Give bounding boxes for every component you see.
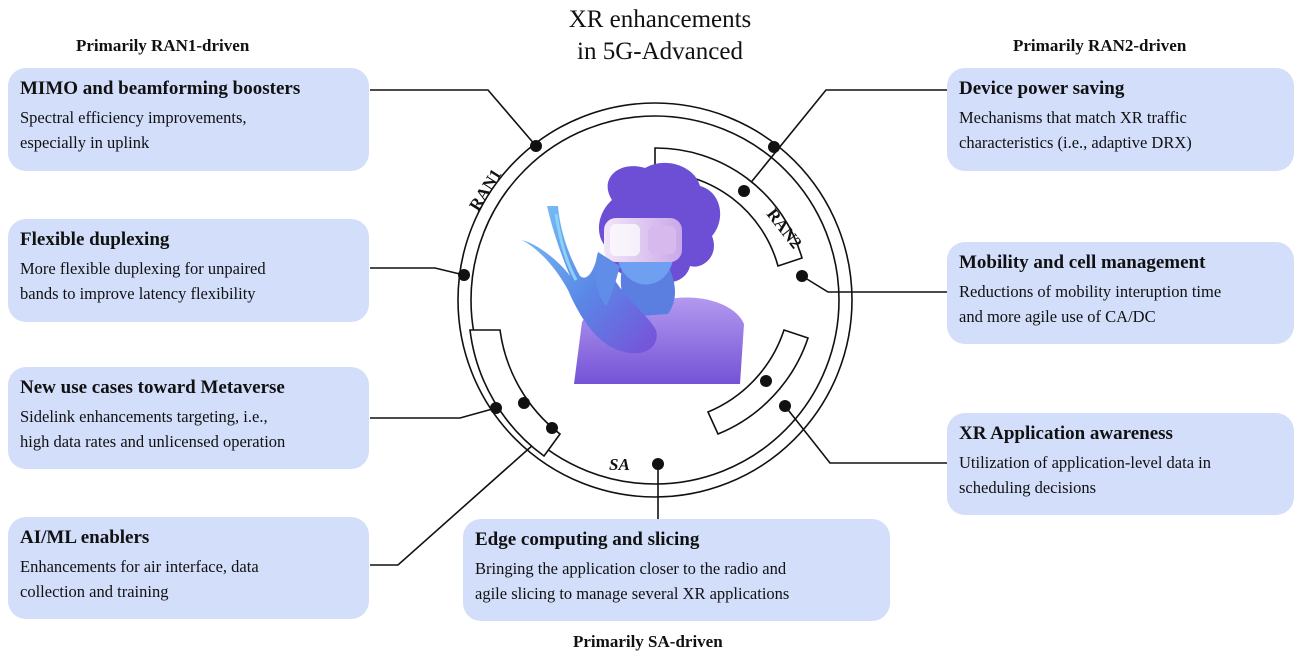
connector-power bbox=[743, 89, 948, 192]
dot-metaverse-inner bbox=[518, 397, 530, 409]
box-edge: Edge computing and slicing Bringing the … bbox=[463, 519, 890, 621]
heading-sa: Primarily SA-driven bbox=[573, 632, 723, 651]
diagram-title-line2: in 5G-Advanced bbox=[577, 38, 743, 65]
dot-edge bbox=[652, 458, 664, 470]
box-aiml-desc-line1: Enhancements for air interface, data bbox=[20, 557, 259, 576]
heading-ran1: Primarily RAN1-driven bbox=[76, 36, 250, 55]
box-duplex-title: Flexible duplexing bbox=[20, 229, 170, 250]
ring-label-sa: SA bbox=[609, 455, 630, 474]
connector-duplex bbox=[370, 267, 465, 276]
box-power-desc-line2: characteristics (i.e., adaptive DRX) bbox=[959, 133, 1192, 152]
box-power-desc: Mechanisms that match XR traffic charact… bbox=[959, 105, 1282, 155]
box-edge-desc: Bringing the application closer to the r… bbox=[475, 556, 878, 606]
box-metaverse-desc-line2: high data rates and unlicensed operation bbox=[20, 432, 286, 451]
ran2-lower-band bbox=[706, 328, 810, 436]
box-mobility: Mobility and cell management Reductions … bbox=[947, 242, 1294, 344]
box-edge-title: Edge computing and slicing bbox=[475, 529, 700, 550]
box-duplex-desc-line2: bands to improve latency flexibility bbox=[20, 284, 256, 303]
box-duplex-desc-line1: More flexible duplexing for unpaired bbox=[20, 259, 266, 278]
box-mimo-desc: Spectral efficiency improvements, especi… bbox=[20, 105, 357, 155]
box-aiml-desc-line2: collection and training bbox=[20, 582, 169, 601]
box-mimo: MIMO and beamforming boosters Spectral e… bbox=[8, 68, 369, 171]
box-metaverse-title: New use cases toward Metaverse bbox=[20, 377, 285, 398]
outer-ring bbox=[457, 102, 853, 498]
box-mobility-desc: Reductions of mobility interuption time … bbox=[959, 279, 1282, 329]
box-appaware-title: XR Application awareness bbox=[959, 423, 1173, 444]
inner-ring bbox=[470, 115, 840, 485]
connector-mobility bbox=[801, 275, 948, 293]
person-vr-headset-icon bbox=[522, 162, 744, 384]
box-appaware-desc-line2: scheduling decisions bbox=[959, 478, 1097, 497]
box-mimo-desc-line1: Spectral efficiency improvements, bbox=[20, 108, 247, 127]
box-duplex-desc: More flexible duplexing for unpaired ban… bbox=[20, 256, 357, 306]
box-metaverse-desc: Sidelink enhancements targeting, i.e., h… bbox=[20, 404, 357, 454]
box-aiml-desc: Enhancements for air interface, data col… bbox=[20, 554, 357, 604]
connector-appaware bbox=[784, 405, 948, 464]
dot-mobility bbox=[796, 270, 808, 282]
box-mobility-desc-line2: and more agile use of CA/DC bbox=[959, 307, 1156, 326]
box-mobility-title: Mobility and cell management bbox=[959, 252, 1206, 273]
dot-appaware bbox=[779, 400, 791, 412]
diagram-title-line1: XR enhancements bbox=[568, 6, 752, 33]
connector-lines bbox=[370, 89, 948, 566]
box-appaware: XR Application awareness Utilization of … bbox=[947, 413, 1294, 515]
box-metaverse-desc-line1: Sidelink enhancements targeting, i.e., bbox=[20, 407, 268, 426]
dot-aiml bbox=[546, 422, 558, 434]
diagram-title: XR enhancements in 5G-Advanced bbox=[520, 4, 800, 68]
box-mimo-desc-line2: especially in uplink bbox=[20, 133, 150, 152]
connector-dots bbox=[458, 140, 808, 470]
heading-ran2: Primarily RAN2-driven bbox=[1013, 36, 1187, 55]
dot-appaware-inner bbox=[760, 375, 772, 387]
ring-label-ran1: RAN1 bbox=[465, 166, 505, 215]
connector-aiml bbox=[370, 427, 553, 566]
box-aiml: AI/ML enablers Enhancements for air inte… bbox=[8, 517, 369, 619]
box-metaverse: New use cases toward Metaverse Sidelink … bbox=[8, 367, 369, 469]
dot-power bbox=[738, 185, 750, 197]
dot-mimo bbox=[530, 140, 542, 152]
sa-band bbox=[469, 329, 562, 458]
box-edge-desc-line2: agile slicing to manage several XR appli… bbox=[475, 584, 790, 603]
dot-duplex bbox=[458, 269, 470, 281]
connector-mimo bbox=[370, 89, 537, 147]
box-appaware-desc-line1: Utilization of application-level data in bbox=[959, 453, 1211, 472]
connector-metaverse bbox=[370, 407, 497, 419]
box-appaware-desc: Utilization of application-level data in… bbox=[959, 450, 1282, 500]
box-aiml-title: AI/ML enablers bbox=[20, 527, 150, 548]
box-edge-desc-line1: Bringing the application closer to the r… bbox=[475, 559, 787, 578]
box-mobility-desc-line1: Reductions of mobility interuption time bbox=[959, 282, 1222, 301]
dot-metaverse bbox=[490, 402, 502, 414]
box-power-title: Device power saving bbox=[959, 78, 1125, 99]
box-power-desc-line1: Mechanisms that match XR traffic bbox=[959, 108, 1187, 127]
box-power: Device power saving Mechanisms that matc… bbox=[947, 68, 1294, 171]
box-duplex: Flexible duplexing More flexible duplexi… bbox=[8, 219, 369, 322]
dot-power-outer bbox=[768, 141, 780, 153]
box-mimo-title: MIMO and beamforming boosters bbox=[20, 78, 301, 99]
